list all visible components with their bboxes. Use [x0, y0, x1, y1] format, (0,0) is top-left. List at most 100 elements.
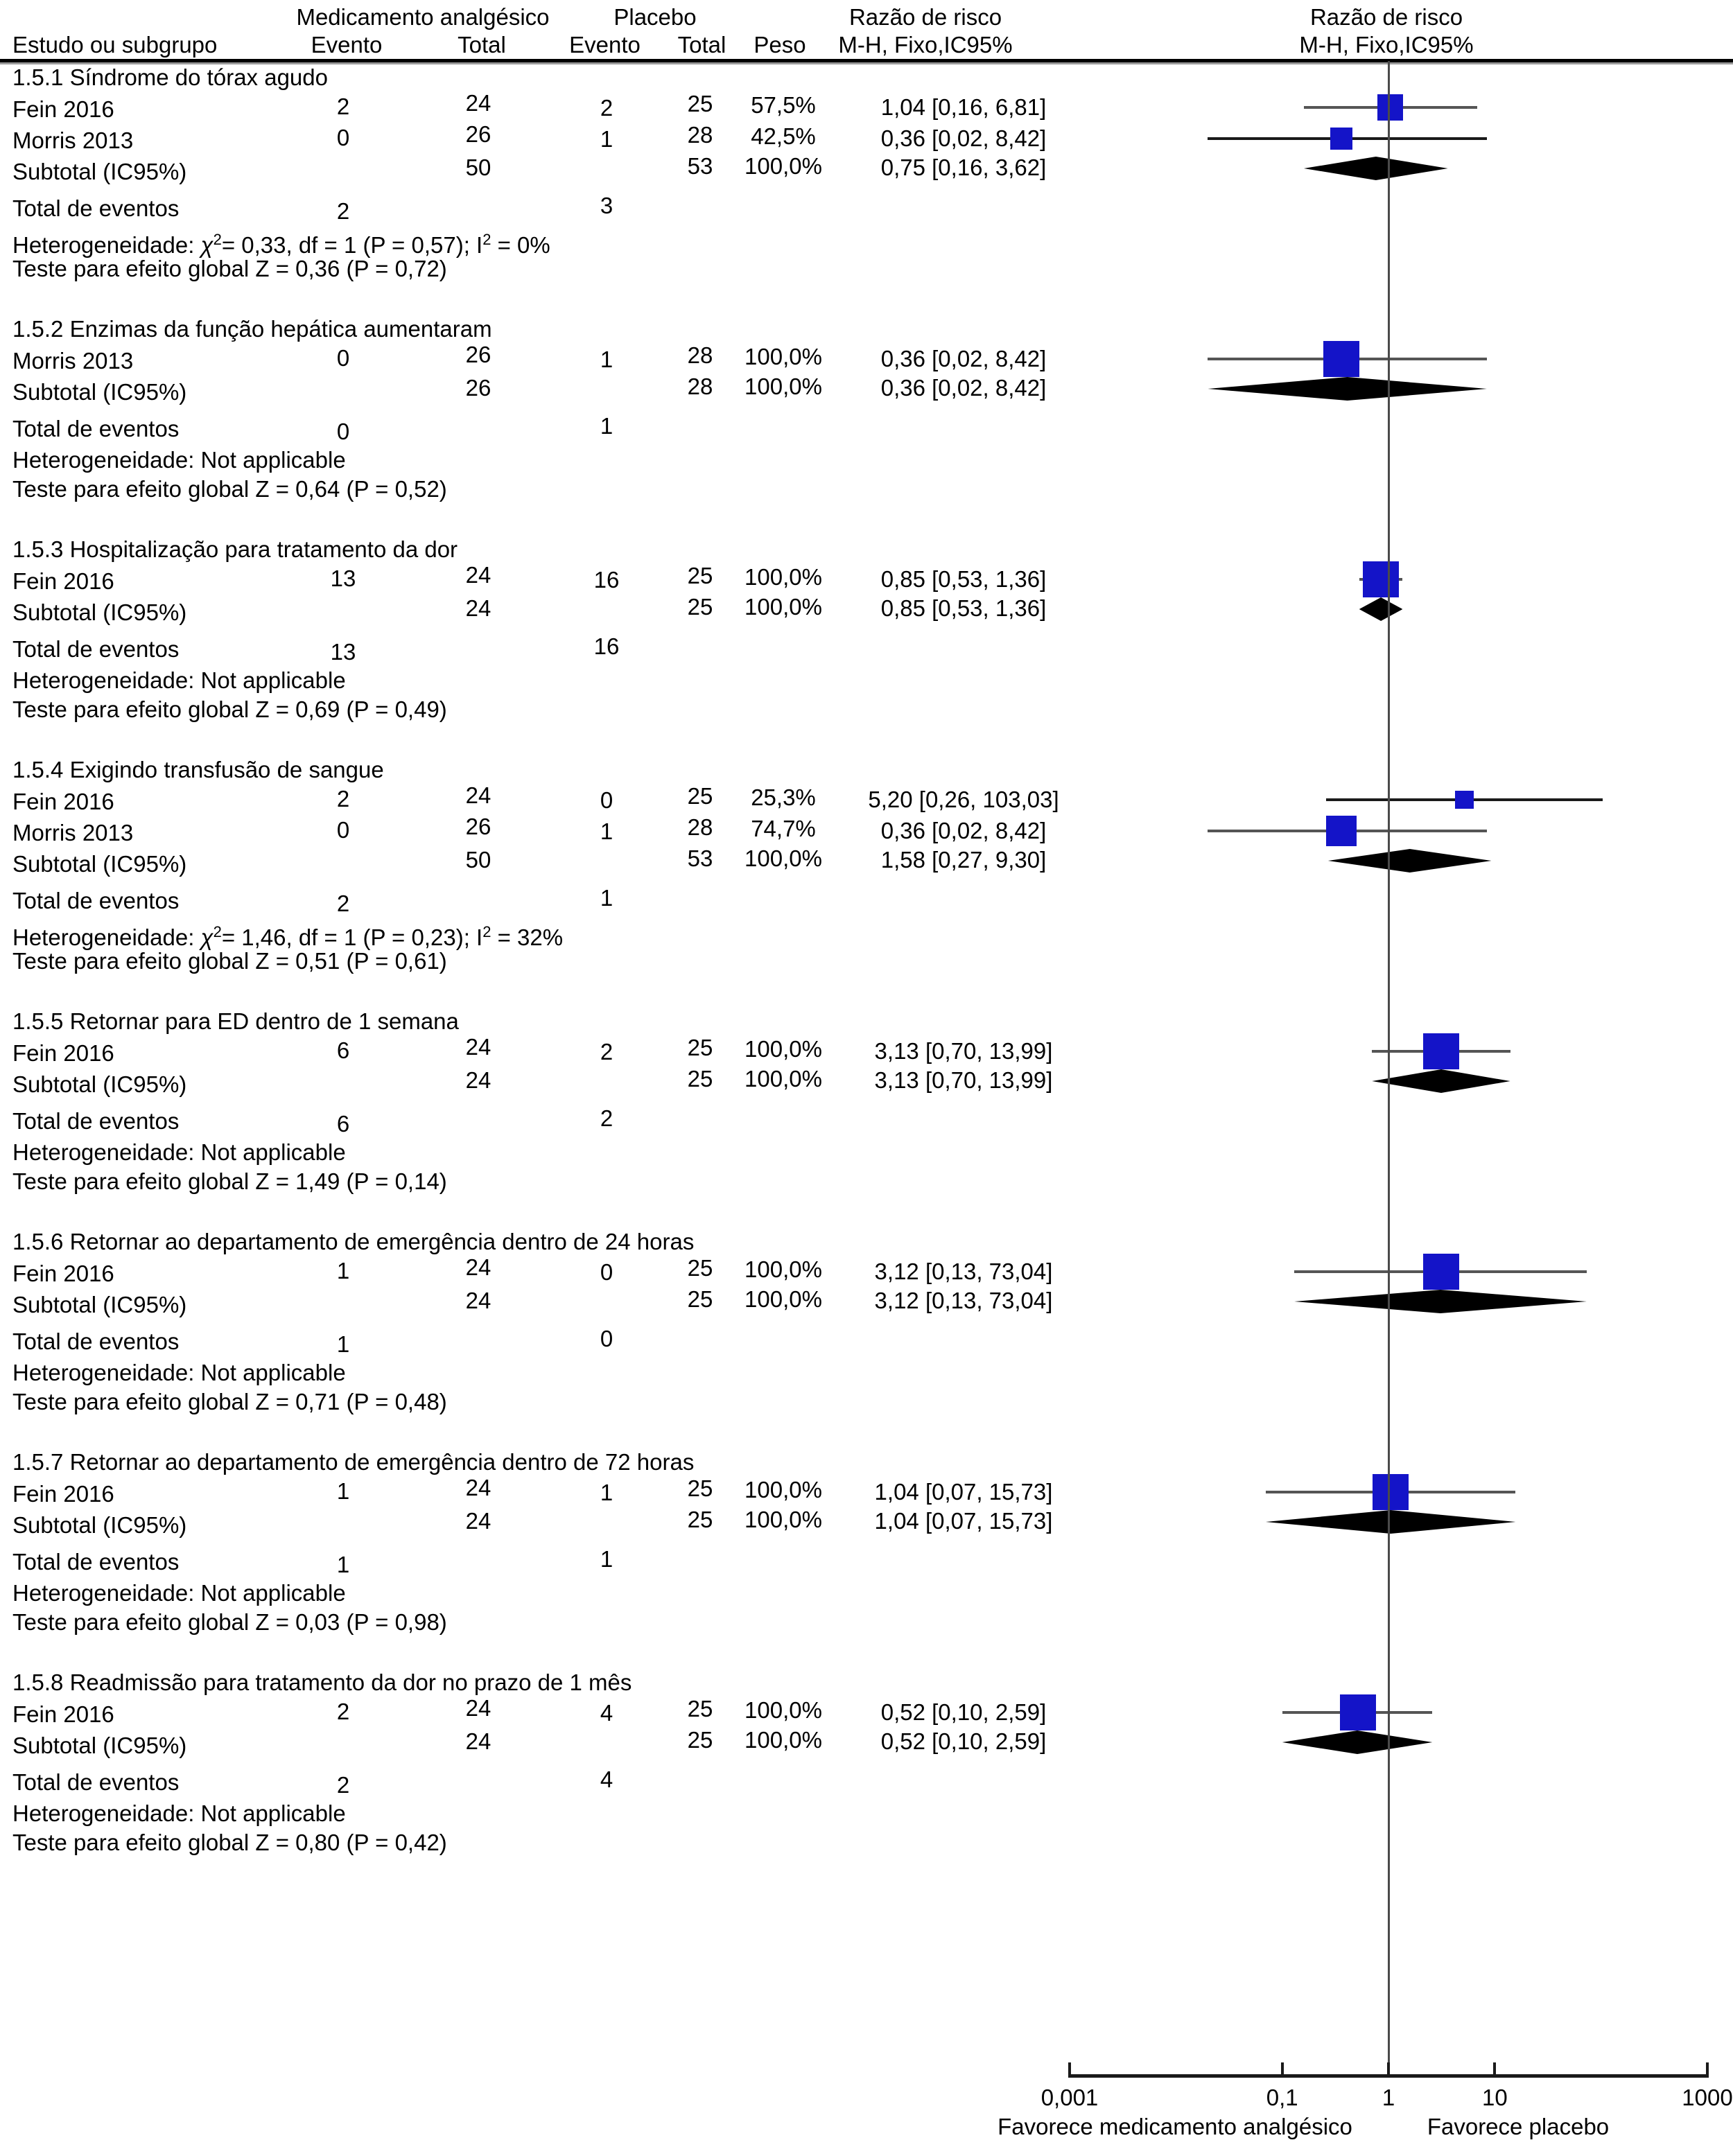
total-events-control: 1: [600, 1546, 613, 1572]
study-total-control: 25: [687, 563, 713, 588]
axis-tick-label: 0,1: [1266, 2085, 1298, 2110]
subgroup-title-1.5.3: 1.5.3 Hospitalização para tratamento da …: [12, 536, 458, 562]
subtotal-diamond: [1282, 1730, 1433, 1754]
overall-effect-test: Teste para efeito global Z = 0,64 (P = 0…: [12, 476, 447, 502]
study-events-control: 16: [593, 567, 620, 593]
total-events-label: Total de eventos: [12, 1549, 180, 1575]
heterogeneity-stats: Heterogeneidade: Not applicable: [12, 1580, 346, 1606]
subtotal-total-treatment: 24: [465, 1728, 491, 1754]
subtotal-total-control: 25: [687, 1286, 713, 1312]
study-events-treatment: 1: [336, 1258, 350, 1283]
study-events-control: 1: [600, 818, 613, 844]
total-events-control: 4: [600, 1767, 613, 1792]
study-total-treatment: 24: [465, 1254, 491, 1280]
subtotal-effect-ci: 0,85 [0,53, 1,36]: [880, 595, 1047, 621]
study-effect-ci: 3,13 [0,70, 13,99]: [874, 1038, 1053, 1064]
study-effect-ci: 3,12 [0,13, 73,04]: [874, 1259, 1053, 1284]
study-total-control: 28: [687, 342, 713, 368]
study-total-control: 25: [687, 783, 713, 809]
subgroup-title-1.5.2: 1.5.2 Enzimas da função hepática aumenta…: [12, 316, 492, 342]
header-effect-label-left: Razão de risco: [848, 4, 1002, 30]
heterogeneity-stats: Heterogeneidade: Not applicable: [12, 1360, 346, 1385]
axis-favor-left-label: Favorece medicamento analgésico: [998, 2114, 1352, 2139]
subtotal-total-treatment: 26: [465, 375, 491, 401]
subtotal-label: Subtotal (IC95%): [12, 1512, 187, 1538]
overall-effect-test: Teste para efeito global Z = 0,51 (P = 0…: [12, 948, 447, 974]
subtotal-weight: 100,0%: [744, 1507, 822, 1532]
study-effect-ci: 5,20 [0,26, 103,03]: [868, 787, 1059, 812]
subtotal-total-control: 53: [687, 153, 713, 179]
effect-marker-box: [1377, 94, 1404, 121]
heterogeneity-stats: Heterogeneidade: Not applicable: [12, 1139, 346, 1165]
overall-effect-test: Teste para efeito global Z = 0,69 (P = 0…: [12, 696, 447, 722]
total-events-treatment: 2: [336, 891, 350, 916]
study-name: Fein 2016: [12, 1701, 114, 1727]
subgroup-title-1.5.6: 1.5.6 Retornar ao departamento de emergê…: [12, 1229, 695, 1254]
heterogeneity-stats: Heterogeneidade: Not applicable: [12, 667, 346, 693]
subtotal-label: Subtotal (IC95%): [12, 1071, 187, 1097]
col-header-study: Estudo ou subgrupo: [12, 32, 218, 58]
study-events-treatment: 1: [336, 1478, 350, 1504]
subtotal-effect-ci: 3,13 [0,70, 13,99]: [874, 1067, 1053, 1093]
null-effect-line: [1388, 61, 1390, 2076]
study-name: Morris 2013: [12, 128, 134, 153]
heterogeneity-stats: Heterogeneidade: Not applicable: [12, 1800, 346, 1826]
total-events-label: Total de eventos: [12, 1769, 180, 1795]
subtotal-label: Subtotal (IC95%): [12, 1733, 187, 1758]
study-events-control: 0: [600, 1259, 613, 1285]
study-effect-ci: 0,36 [0,02, 8,42]: [880, 818, 1047, 843]
overall-effect-test: Teste para efeito global Z = 0,80 (P = 0…: [12, 1830, 447, 1855]
col-header-model-right: M-H, Fixo,IC95%: [1299, 32, 1474, 58]
study-total-control: 28: [687, 122, 713, 148]
study-total-control: 28: [687, 814, 713, 840]
subtotal-label: Subtotal (IC95%): [12, 851, 187, 877]
col-header-event2: Evento: [569, 32, 641, 58]
effect-marker-box: [1422, 1254, 1459, 1290]
total-events-treatment: 2: [336, 1772, 350, 1798]
study-events-treatment: 2: [336, 786, 350, 812]
subtotal-label: Subtotal (IC95%): [12, 1292, 187, 1317]
study-events-control: 1: [600, 126, 613, 152]
study-weight: 100,0%: [744, 1477, 822, 1502]
study-weight: 42,5%: [751, 123, 816, 149]
col-header-total1: Total: [458, 32, 506, 58]
subtotal-weight: 100,0%: [744, 594, 822, 620]
effect-marker-box: [1455, 790, 1474, 809]
study-events-control: 2: [600, 1039, 613, 1064]
subtotal-weight: 100,0%: [744, 1727, 822, 1753]
subtotal-effect-ci: 3,12 [0,13, 73,04]: [874, 1288, 1053, 1313]
total-events-treatment: 6: [336, 1111, 350, 1137]
subtotal-diamond: [1359, 597, 1403, 621]
axis-tick: [1706, 2062, 1709, 2078]
subtotal-effect-ci: 0,75 [0,16, 3,62]: [880, 155, 1047, 180]
study-weight: 100,0%: [744, 1036, 822, 1062]
study-weight: 100,0%: [744, 1256, 822, 1282]
subtotal-effect-ci: 0,36 [0,02, 8,42]: [880, 375, 1047, 401]
subtotal-total-treatment: 50: [465, 847, 491, 873]
total-events-label: Total de eventos: [12, 1329, 180, 1354]
subtotal-diamond: [1303, 157, 1448, 180]
study-weight: 100,0%: [744, 1697, 822, 1723]
header-group2-label: Placebo: [613, 4, 697, 30]
overall-effect-test: Teste para efeito global Z = 0,71 (P = 0…: [12, 1389, 447, 1414]
total-events-control: 16: [593, 633, 620, 659]
total-events-treatment: 0: [336, 419, 350, 444]
study-total-treatment: 24: [465, 562, 491, 588]
subtotal-weight: 100,0%: [744, 153, 822, 179]
study-events-control: 4: [600, 1700, 613, 1726]
effect-marker-box: [1340, 1694, 1377, 1730]
study-name: Morris 2013: [12, 820, 134, 845]
study-events-treatment: 0: [336, 125, 350, 150]
study-effect-ci: 1,04 [0,16, 6,81]: [880, 94, 1047, 120]
study-total-treatment: 26: [465, 342, 491, 367]
study-total-control: 25: [687, 1255, 713, 1281]
study-name: Fein 2016: [12, 1261, 114, 1286]
subtotal-weight: 100,0%: [744, 845, 822, 871]
axis-tick: [1068, 2062, 1071, 2078]
subgroup-title-1.5.8: 1.5.8 Readmissão para tratamento da dor …: [12, 1669, 632, 1695]
overall-effect-test: Teste para efeito global Z = 0,03 (P = 0…: [12, 1609, 447, 1635]
study-events-treatment: 2: [336, 1699, 350, 1724]
heterogeneity-stats: Heterogeneidade: χ2= 1,46, df = 1 (P = 0…: [12, 923, 564, 950]
study-weight: 25,3%: [751, 785, 816, 810]
study-name: Fein 2016: [12, 568, 114, 594]
